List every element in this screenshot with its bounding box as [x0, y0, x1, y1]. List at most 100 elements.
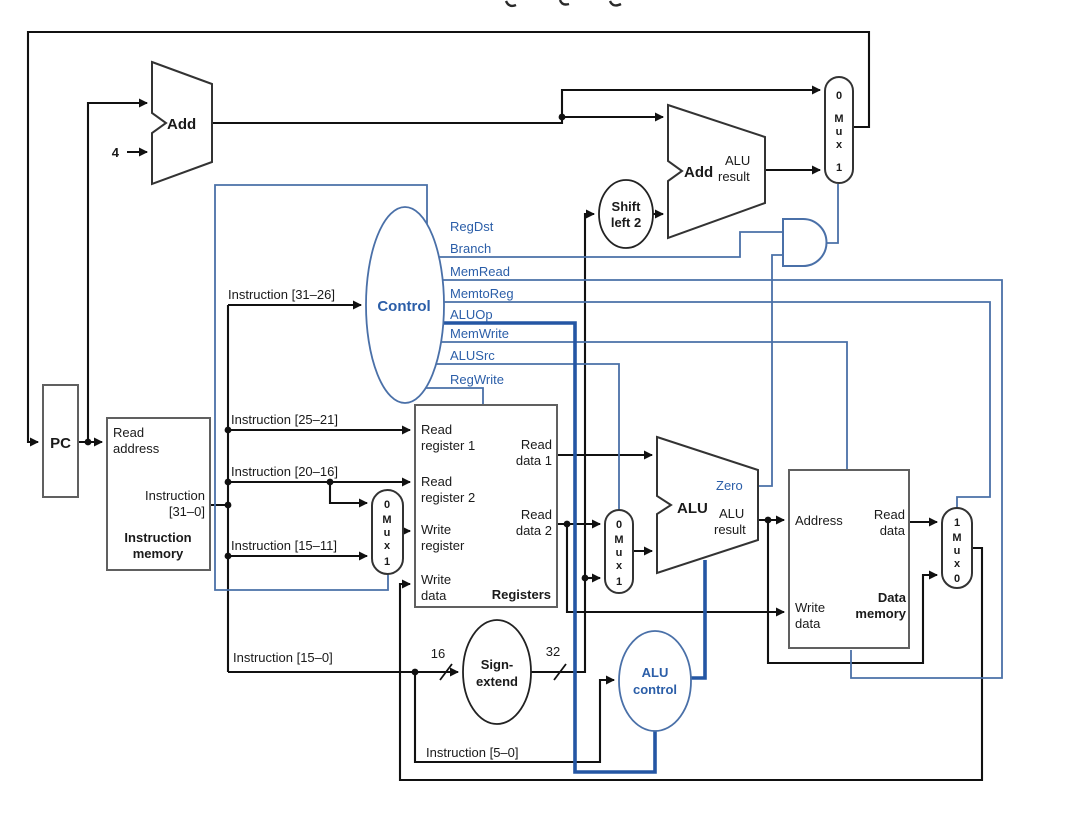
junction-instr-20-16 [326, 478, 334, 486]
alu-zero-label: Zero [716, 478, 743, 493]
signal-aluop: ALUOp [450, 307, 493, 322]
branch-mux-1: 1 [836, 162, 842, 174]
regdst-mux-u: u [384, 527, 391, 539]
branch-adder-result-label2: result [718, 169, 750, 184]
control-label: Control [377, 298, 430, 315]
alu-control-oval [618, 630, 692, 732]
regs-read-data-2b: data 2 [516, 523, 552, 538]
signal-regdst: RegDst [450, 219, 494, 234]
wire-pc-to-adder [86, 98, 148, 442]
junction-dots [84, 113, 772, 676]
wire-aluop [430, 321, 657, 774]
alu-label: ALU [677, 500, 708, 517]
branch-mux-m: M [834, 113, 843, 125]
bus-width-slash-32 [553, 663, 567, 681]
alu-control-label: ALU [642, 665, 669, 680]
junction-instr-15-0 [411, 668, 419, 676]
shift-label: Shift [612, 199, 642, 214]
signal-memtoreg: MemtoReg [450, 286, 514, 301]
imem-read-address-label2: address [113, 441, 160, 456]
imem-read-address-label: Read [113, 425, 144, 440]
regs-read-data-1: Read [521, 437, 552, 452]
regs-read-register-2b: register 2 [421, 490, 475, 505]
branch-adder-shape [667, 103, 766, 240]
pc-adder-label: Add [167, 116, 196, 133]
regdst-mux: 0 M u x 1 [371, 489, 404, 575]
dmem-name2: memory [855, 606, 906, 621]
wire-and-out [823, 184, 839, 244]
regdst-mux-shape [371, 489, 404, 575]
signal-branch: Branch [450, 241, 491, 256]
pc-adder: Add 4 [112, 60, 213, 186]
signal-alusrc: ALUSrc [450, 348, 495, 363]
memtoreg-mux: 1 M u x 0 [941, 507, 973, 589]
pc-box [42, 384, 79, 498]
pc-register: PC [42, 384, 79, 498]
regs-read-data-1b: data 1 [516, 453, 552, 468]
wire-zero [753, 254, 783, 487]
shift-left-2-oval [598, 179, 654, 249]
wire-regdst [214, 184, 428, 591]
black-wires [26, 30, 984, 782]
dmem-read-data-label: Read [874, 507, 905, 522]
junction-pc-out [84, 438, 92, 446]
wire-signext-out [525, 209, 595, 674]
wire-memread [430, 279, 1003, 679]
control-unit: Control RegDst Branch MemRead MemtoReg A… [365, 206, 514, 404]
dmem-name: Data [878, 590, 907, 605]
branch-and-gate [782, 218, 828, 267]
regdst-mux-m: M [382, 514, 391, 526]
wire-alu-result-bypass [766, 520, 938, 665]
sign-extend-label2: extend [476, 674, 518, 689]
signal-memread: MemRead [450, 264, 510, 279]
instruction-memory-box [106, 417, 211, 571]
wire-alusrc [428, 363, 620, 511]
memtoreg-mux-x: x [954, 558, 961, 570]
dmem-write-data-label2: data [795, 616, 821, 631]
blue-control-wires [214, 184, 1003, 679]
regdst-mux-x: x [384, 540, 391, 552]
dmem-write-data-label: Write [795, 600, 825, 615]
wire-read-data-2-to-dmem [565, 524, 785, 617]
memtoreg-mux-u: u [954, 545, 961, 557]
alusrc-mux: 0 M u x 1 [604, 509, 634, 594]
junction-read-data-2 [563, 520, 571, 528]
data-memory-box [788, 469, 910, 649]
imem-name2: memory [133, 546, 184, 561]
registers-unit: Read register 1 Read register 2 Write re… [414, 404, 558, 608]
alusrc-mux-u: u [616, 547, 623, 559]
pc-adder-shape [151, 60, 213, 186]
junction-bus-3 [224, 501, 232, 509]
branch-mux-x: x [836, 139, 843, 151]
label-instr-15-0: Instruction [15–0] [233, 650, 333, 665]
regs-read-register-2: Read [421, 474, 452, 489]
caption-fragment-mark-3 [608, 0, 622, 7]
memtoreg-mux-shape [941, 507, 973, 589]
regs-write-register: Write [421, 522, 451, 537]
memtoreg-mux-m: M [952, 532, 961, 544]
label-instr-15-11: Instruction [15–11] [231, 538, 337, 553]
memtoreg-mux-1: 1 [954, 517, 960, 529]
wire-writeback-return [398, 546, 984, 782]
alusrc-mux-m: M [614, 534, 623, 546]
control-oval [365, 206, 445, 404]
junction-bus-1 [224, 426, 232, 434]
bus-width-slash-16 [439, 663, 453, 681]
pc-label: PC [50, 435, 71, 452]
caption-fragment-mark-2 [558, 0, 570, 6]
regdst-mux-0: 0 [384, 499, 390, 511]
memtoreg-mux-0: 0 [954, 573, 960, 585]
wire-memwrite [430, 341, 848, 471]
const4-label: 4 [112, 145, 120, 160]
regs-read-data-2: Read [521, 507, 552, 522]
shift-label2: left 2 [611, 215, 641, 230]
imem-name: Instruction [124, 530, 191, 545]
branch-mux: 0 M u x 1 [824, 76, 854, 184]
regs-read-register-1: Read [421, 422, 452, 437]
signal-regwrite: RegWrite [450, 372, 504, 387]
registers-box [414, 404, 558, 608]
instruction-field-labels: Instruction [31–26] Instruction [25–21] … [228, 287, 519, 760]
branch-adder-label: Add [684, 164, 713, 181]
wire-regwrite [422, 387, 484, 406]
